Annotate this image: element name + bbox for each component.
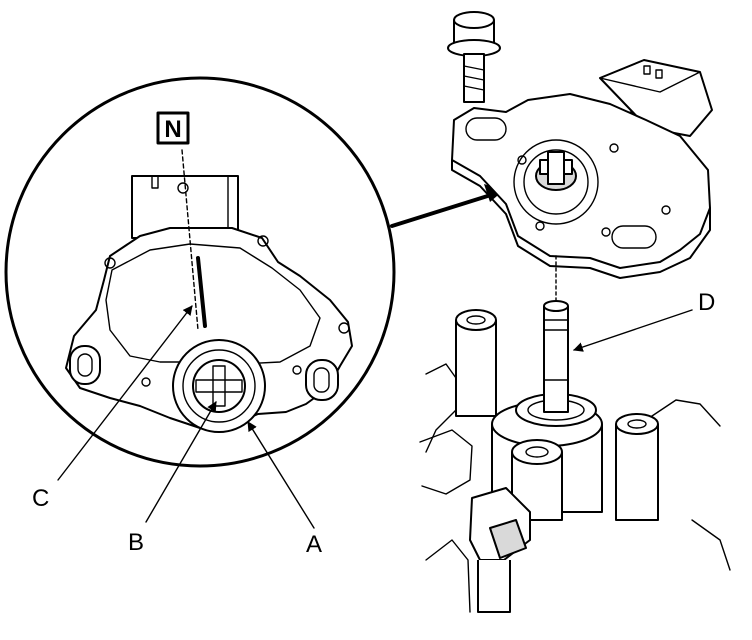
detail-circle <box>4 76 396 468</box>
neutral-position-switch-housing <box>65 227 353 429</box>
neutral-mark <box>181 149 207 331</box>
neutral-label-box: N <box>156 111 190 145</box>
neutral-label: N <box>164 116 181 143</box>
label-b: B <box>128 529 144 556</box>
transmission-case <box>419 300 731 613</box>
magnify-arrow <box>390 184 504 228</box>
leader-lines <box>57 305 315 529</box>
leader-d <box>573 309 693 352</box>
switch-rotor <box>172 339 266 433</box>
switch-connector <box>131 175 239 239</box>
bolt-upper <box>447 11 501 103</box>
label-d: D <box>698 289 715 316</box>
label-c: C <box>32 485 49 512</box>
label-a: A <box>306 531 322 558</box>
exploded-switch <box>451 59 713 279</box>
